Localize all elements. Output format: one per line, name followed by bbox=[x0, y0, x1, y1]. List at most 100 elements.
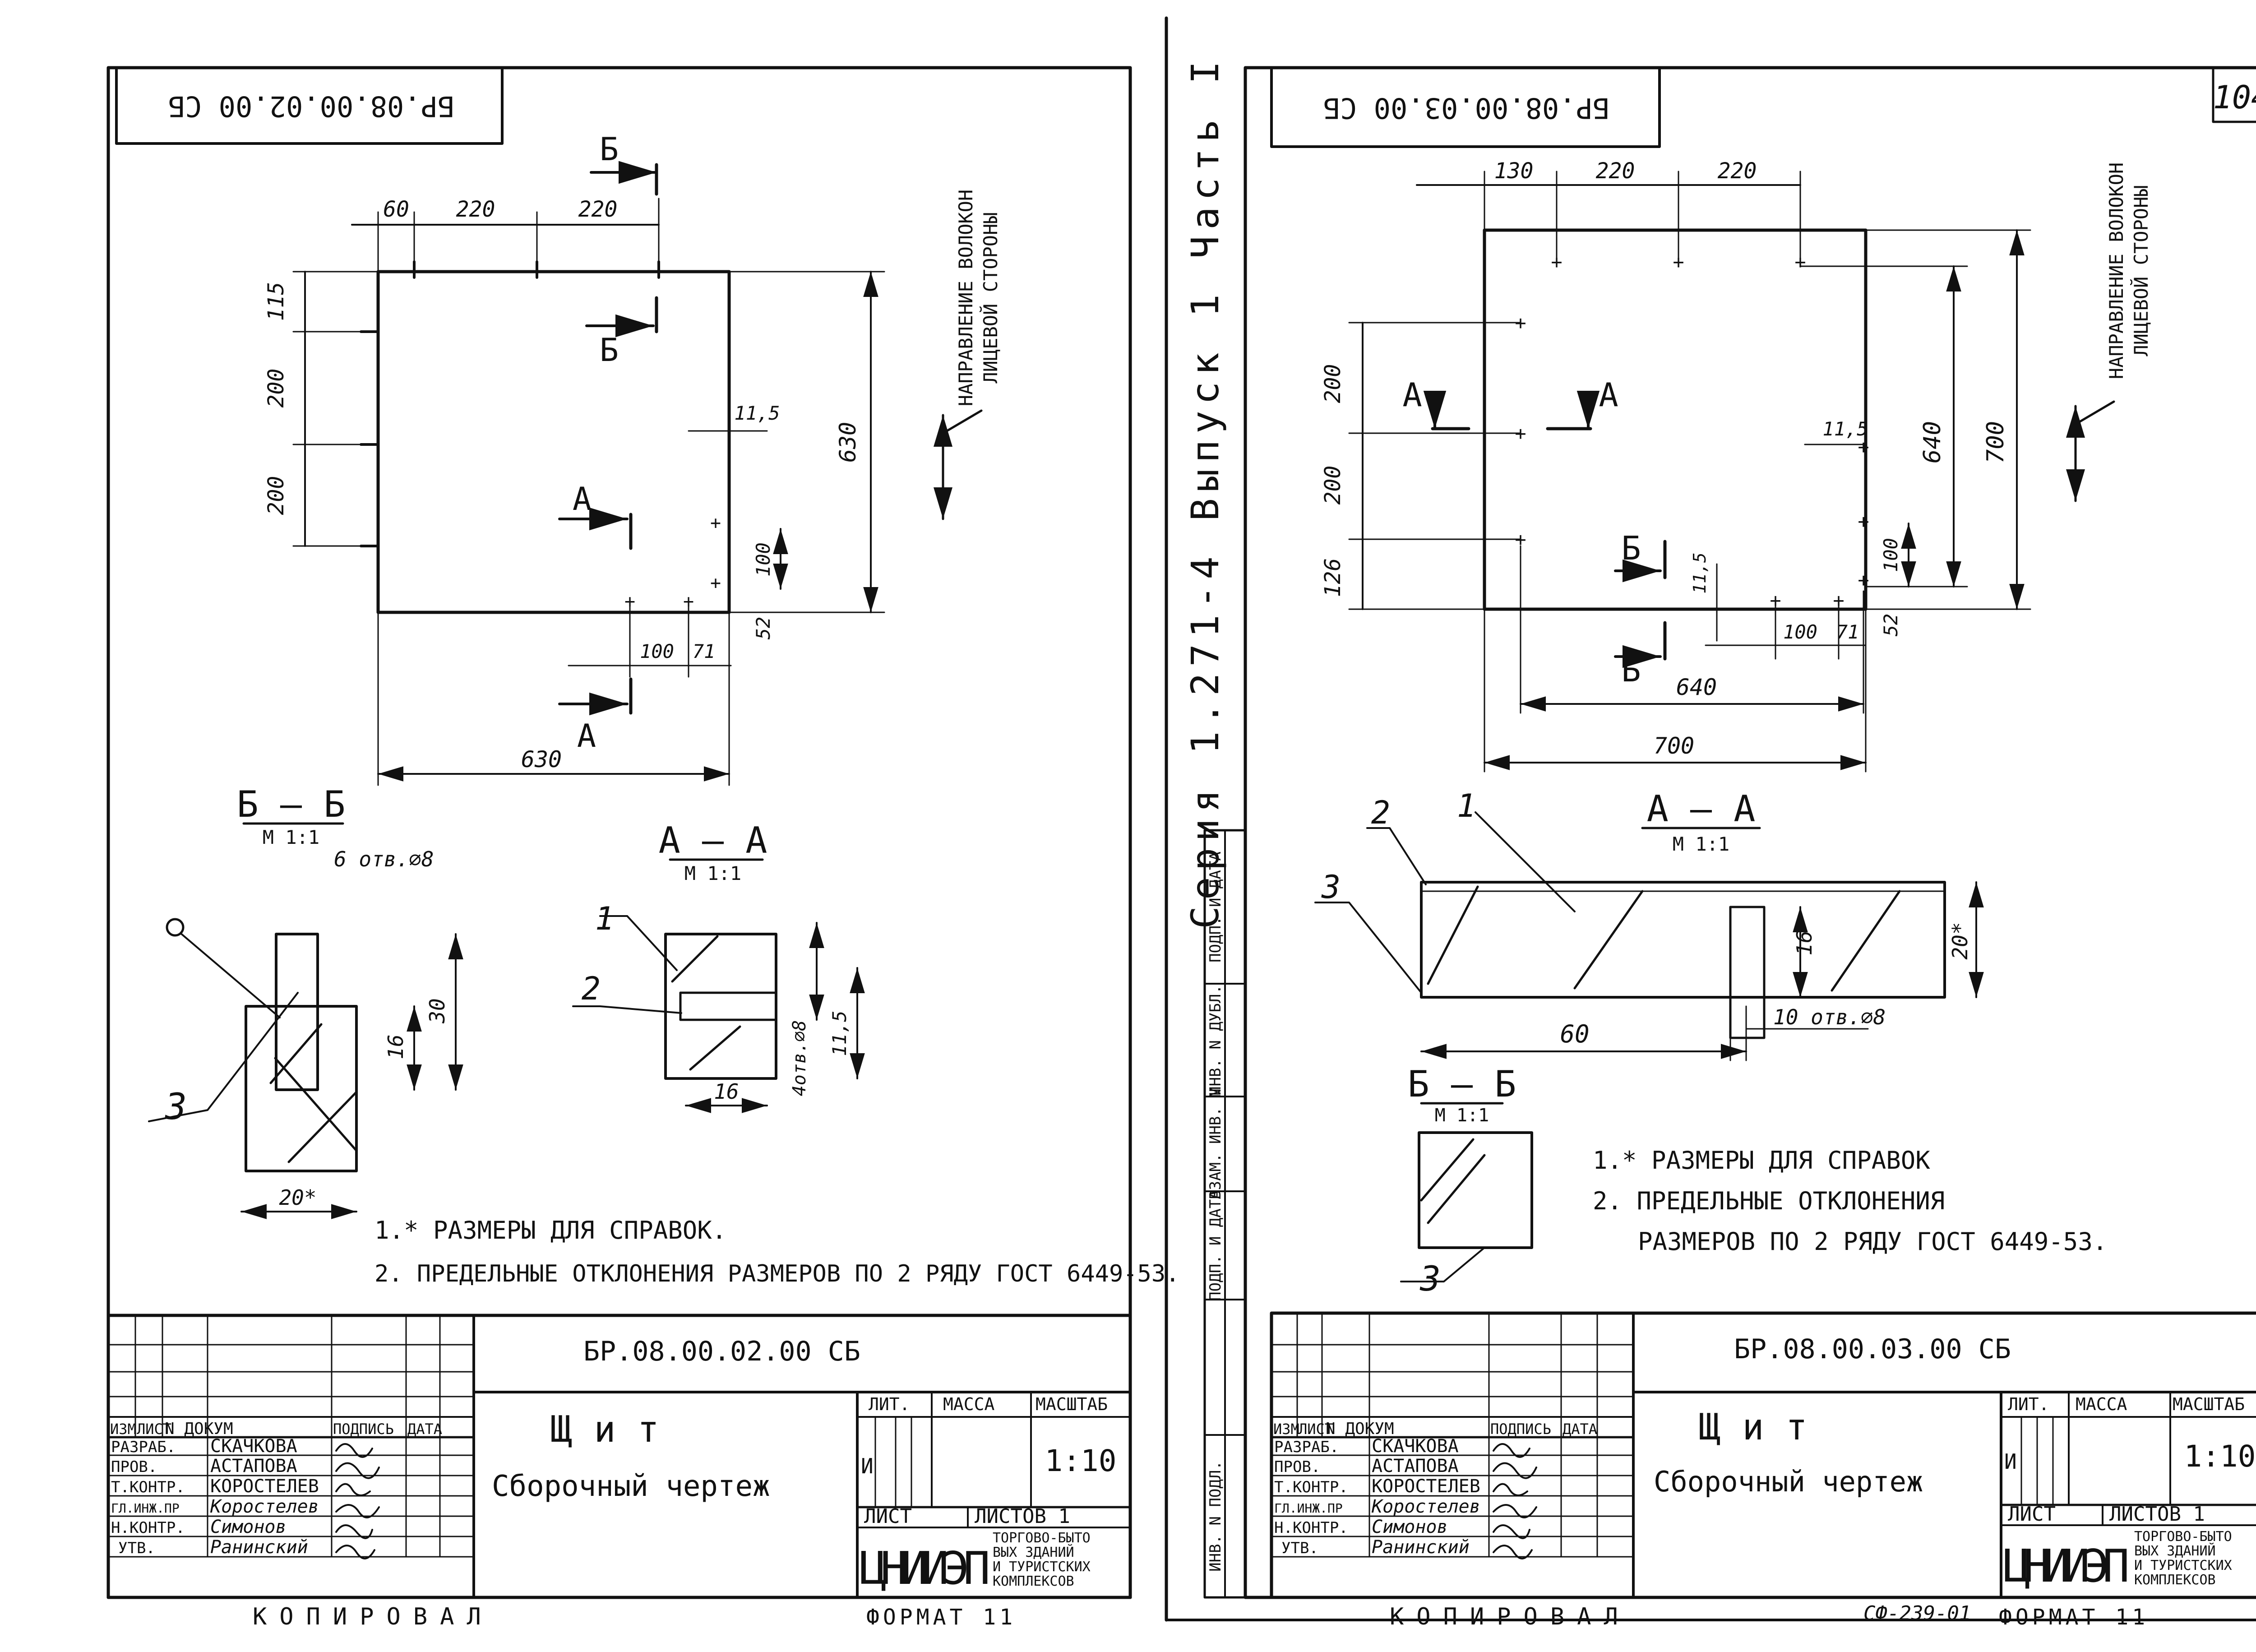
right-tb-lit-value: И bbox=[2004, 1449, 2017, 1474]
right-tb-signatures bbox=[1493, 1443, 1537, 1559]
right-fiber-line2: ЛИЦЕВОЙ СТОРОНЫ bbox=[2130, 185, 2152, 356]
right-tb-h-data: ДАТА bbox=[1563, 1421, 1597, 1438]
left-tb-org-sub-0: ТОРГОВО-БЫТО bbox=[993, 1530, 1091, 1546]
svg-text:+: + bbox=[710, 513, 721, 533]
left-tb-h-podp: ПОДПИСЬ bbox=[333, 1421, 394, 1438]
right-tb-name: Щ и т bbox=[1699, 1406, 1808, 1448]
right-tb-h-list: ЛИСТ bbox=[1299, 1421, 1333, 1438]
right-dim-top-220b: 220 bbox=[1718, 158, 1757, 184]
left-bb-d16: 16 bbox=[384, 1034, 408, 1059]
left-aa-d115: 11,5 bbox=[828, 1010, 851, 1056]
right-dim-700h: 700 bbox=[1654, 733, 1694, 759]
right-dim-11-5: 11,5 bbox=[1822, 418, 1868, 440]
left-tb-scale-value: 1:10 bbox=[1045, 1444, 1117, 1478]
right-tb-org-sub-3: КОМПЛЕКСОВ bbox=[2134, 1572, 2216, 1588]
left-bb-scale: М 1:1 bbox=[263, 826, 319, 848]
left-tb-doctype: Сборочный чертеж bbox=[492, 1470, 770, 1503]
left-tb-h-izm: ИЗМ bbox=[110, 1421, 136, 1438]
side-stamp-3: ПОДП. И ДАТА bbox=[1207, 1190, 1225, 1301]
left-fiber-line1: НАПРАВЛЕНИЕ ВОЛОКОН bbox=[955, 190, 977, 406]
right-aa-scale: М 1:1 bbox=[1673, 833, 1729, 855]
right-tb-role-2: Т.КОНТР. bbox=[1274, 1478, 1348, 1496]
right-tb-name-3: Коростелев bbox=[1371, 1496, 1480, 1517]
left-tb-lit-value: И bbox=[861, 1454, 874, 1478]
right-dim-100v: 100 bbox=[1880, 538, 1902, 572]
left-tb-name-5: Ранинский bbox=[210, 1537, 308, 1558]
left-tb-name-1: АСТАПОВА bbox=[210, 1456, 297, 1476]
left-sheet: БР.08.00.02.00 СБ + + + + bbox=[106, 66, 1179, 1630]
side-stamp: ПОДП. И ДАТА ИНВ. N ДУБЛ. ВЗАМ. ИНВ. N П… bbox=[1203, 829, 1247, 1599]
right-tb-designation: БР.08.00.03.00 СБ bbox=[1734, 1333, 2011, 1365]
left-aa-leader-2: 2 bbox=[582, 970, 601, 1007]
left-dim-width-630: 630 bbox=[521, 746, 562, 773]
left-dim-100h: 100 bbox=[640, 640, 674, 662]
left-tb-name: Щ и т bbox=[550, 1408, 659, 1450]
left-code-box bbox=[115, 66, 504, 145]
left-tb-signatures bbox=[335, 1443, 380, 1559]
right-code-box bbox=[1270, 66, 1661, 148]
left-aa-leader-1: 1 bbox=[595, 900, 614, 937]
left-copy-stamp: КОПИРОВАЛ bbox=[253, 1603, 494, 1630]
right-tb-role-5: УТВ. bbox=[1281, 1539, 1318, 1557]
left-tb-org-sub-1: ВЫХ ЗДАНИЙ bbox=[993, 1544, 1074, 1560]
right-plan-view: + + + + + + + + + + + 130 220 220 bbox=[1320, 158, 2152, 773]
left-bb-leader-3: 3 bbox=[165, 1086, 187, 1128]
left-plan-view: + + + + 60 220 220 115 200 200 bbox=[264, 131, 1002, 786]
right-dim-700v: 700 bbox=[1982, 421, 2009, 463]
right-title-block: БР.08.00.03.00 СБ Щ и т Сборочный чертеж… bbox=[1270, 1311, 2256, 1599]
left-format-stamp: ФОРМАТ 11 bbox=[866, 1605, 1016, 1630]
left-bb-title: Б – Б bbox=[237, 783, 346, 825]
left-aa-scale: М 1:1 bbox=[684, 862, 741, 884]
right-tb-name-1: АСТАПОВА bbox=[1372, 1456, 1459, 1476]
svg-text:+: + bbox=[1858, 436, 1869, 458]
left-tb-org-sub-3: КОМПЛЕКСОВ bbox=[993, 1573, 1074, 1589]
right-tb-org: ЦНИИЭП bbox=[2003, 1540, 2130, 1592]
left-bb-d20: 20* bbox=[279, 1185, 316, 1210]
right-code-text: БР.08.00.03.00 СБ bbox=[1323, 92, 1610, 125]
right-dim-640h: 640 bbox=[1676, 674, 1717, 700]
right-dim-11-5b: 11,5 bbox=[1690, 552, 1710, 594]
left-note-1: 1.* РАЗМЕРЫ ДЛЯ СПРАВОК. bbox=[374, 1216, 726, 1245]
left-dim-52: 52 bbox=[752, 617, 774, 640]
right-code-stamp: СФ-239-01 bbox=[1863, 1602, 1971, 1625]
left-tb-designation: БР.08.00.02.00 СБ bbox=[583, 1336, 860, 1367]
left-tb-role-0: РАЗРАБ. bbox=[111, 1438, 176, 1456]
right-tb-doctype: Сборочный чертеж bbox=[1654, 1465, 1923, 1498]
right-section-aa: А — А М 1:1 2 1 3 16 20* 60 10 отв.⌀8 bbox=[1314, 787, 1984, 1061]
left-tb-h-ndok: N ДОКУМ bbox=[165, 1420, 233, 1438]
sheet-number: 104 bbox=[2213, 79, 2256, 116]
left-tb-scale-label: МАСШТАБ bbox=[1036, 1394, 1108, 1414]
left-dim-71: 71 bbox=[693, 640, 716, 662]
left-tb-name-2: КОРОСТЕЛЕВ bbox=[210, 1476, 319, 1497]
left-board-outline bbox=[376, 270, 731, 614]
right-dim-left-200b: 200 bbox=[1320, 466, 1345, 505]
right-note-2: 2. ПРЕДЕЛЬНЫЕ ОТКЛОНЕНИЯ bbox=[1593, 1187, 1945, 1215]
right-tb-name-4: Симонов bbox=[1372, 1517, 1448, 1537]
right-dim-71: 71 bbox=[1836, 621, 1859, 643]
left-note-2: 2. ПРЕДЕЛЬНЫЕ ОТКЛОНЕНИЯ РАЗМЕРОВ ПО 2 Р… bbox=[374, 1260, 1179, 1287]
right-fiber-line1: НАПРАВЛЕНИЕ ВОЛОКОН bbox=[2105, 162, 2127, 379]
left-dim-100v: 100 bbox=[752, 542, 774, 577]
right-frame bbox=[1244, 66, 2256, 1599]
left-hole-marks: + + + + bbox=[624, 513, 721, 612]
side-stamp-4: ИНВ. N ПОДЛ. bbox=[1207, 1461, 1225, 1572]
left-tb-role-3: ГЛ.ИНЖ.ПР bbox=[111, 1501, 180, 1516]
right-tb-name-5: Ранинский bbox=[1372, 1537, 1470, 1558]
right-tb-h-podp: ПОДПИСЬ bbox=[1490, 1421, 1551, 1438]
right-aa-leader-1: 1 bbox=[1457, 787, 1476, 824]
right-tb-sheet: ЛИСТ bbox=[2008, 1503, 2056, 1526]
left-bb-holes: 6 отв.⌀8 bbox=[334, 847, 434, 871]
left-title-block: БР.08.00.02.00 СБ Щ и т Сборочный чертеж… bbox=[106, 1314, 1132, 1599]
right-bb-leader-3: 3 bbox=[1419, 1259, 1441, 1299]
left-dim-top-220b: 220 bbox=[578, 197, 618, 222]
left-dim-left-200b: 200 bbox=[264, 476, 289, 515]
right-format-stamp: ФОРМАТ 11 bbox=[1999, 1605, 2149, 1630]
left-tb-mass: МАССА bbox=[943, 1394, 995, 1414]
left-dim-left-200a: 200 bbox=[264, 369, 289, 408]
left-aa-title: А – А bbox=[659, 819, 767, 861]
left-dim-left-115: 115 bbox=[264, 282, 289, 321]
right-section-b-top: Б bbox=[1621, 529, 1641, 567]
right-tb-org-sub-2: И ТУРИСТСКИХ bbox=[2134, 1558, 2232, 1573]
left-tb-role-4: Н.КОНТР. bbox=[111, 1519, 185, 1537]
